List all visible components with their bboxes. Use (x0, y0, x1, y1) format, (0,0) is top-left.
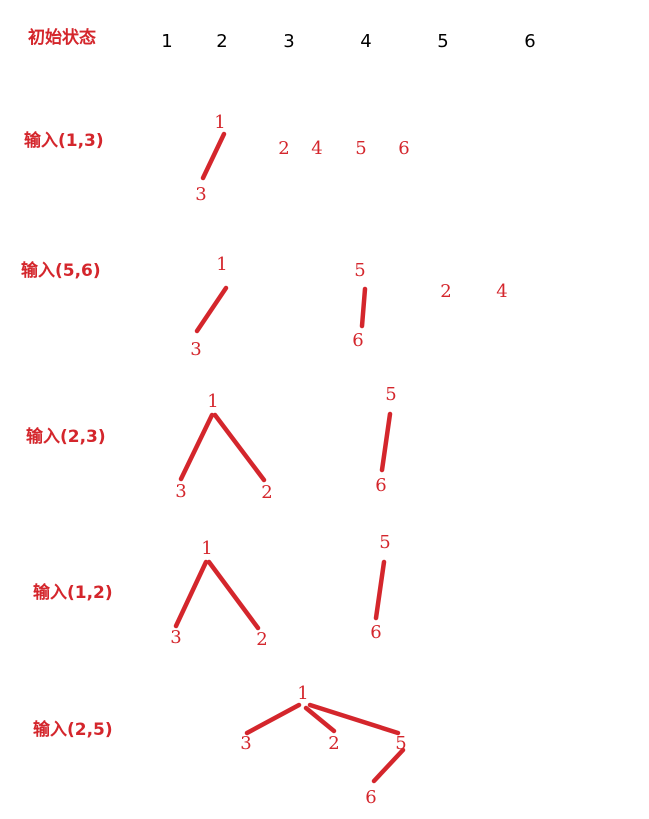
node-6: 6 (375, 475, 387, 496)
node-6: 6 (365, 787, 377, 808)
step-label-1: 输入(1,3) (24, 131, 104, 151)
node-6: 6 (352, 330, 364, 351)
node-6: 6 (370, 622, 382, 643)
node-3: 3 (170, 627, 182, 648)
step-label-4: 输入(1,2) (33, 583, 113, 603)
node-2: 2 (440, 281, 452, 302)
node-2: 2 (328, 733, 340, 754)
node-3: 3 (190, 339, 202, 360)
initial-node-1: 1 (161, 31, 173, 52)
node-1: 1 (297, 683, 309, 704)
initial-node-6: 6 (524, 31, 536, 52)
node-5: 5 (379, 532, 391, 553)
edge-1-3 (194, 285, 229, 334)
initial-node-3: 3 (283, 31, 295, 52)
node-1: 1 (214, 112, 226, 133)
node-3: 3 (240, 733, 252, 754)
node-6: 6 (398, 138, 410, 159)
node-2: 2 (261, 482, 273, 503)
node-5: 5 (395, 733, 407, 754)
edge-1-3 (178, 412, 215, 482)
step-label-3: 输入(2,3) (26, 427, 106, 447)
node-3: 3 (195, 184, 207, 205)
edge-5-6 (379, 411, 393, 473)
step-label-5: 输入(2,5) (33, 720, 113, 740)
node-1: 1 (201, 538, 213, 559)
initial-node-5: 5 (437, 31, 449, 52)
node-1: 1 (207, 391, 219, 412)
edge-5-6 (373, 559, 387, 621)
edge-1-3 (244, 702, 302, 736)
node-5: 5 (355, 138, 367, 159)
initial-state-label: 初始状态 (28, 28, 96, 48)
node-4: 4 (496, 281, 508, 302)
step-label-2: 输入(5,6) (21, 261, 101, 281)
initial-node-2: 2 (216, 31, 228, 52)
node-5: 5 (385, 384, 397, 405)
edge-1-2 (206, 559, 261, 631)
node-3: 3 (175, 481, 187, 502)
edge-5-6 (359, 286, 368, 329)
node-1: 1 (216, 254, 228, 275)
node-4: 4 (311, 138, 323, 159)
node-2: 2 (278, 138, 290, 159)
node-2: 2 (256, 629, 268, 650)
edge-1-3 (173, 559, 209, 629)
edge-5-6 (371, 747, 406, 784)
edge-1-3 (200, 131, 227, 181)
initial-node-4: 4 (360, 31, 372, 52)
edge-1-2 (212, 412, 267, 483)
edge-1-2 (303, 705, 337, 734)
node-5: 5 (354, 260, 366, 281)
edge-1-5 (307, 702, 401, 736)
